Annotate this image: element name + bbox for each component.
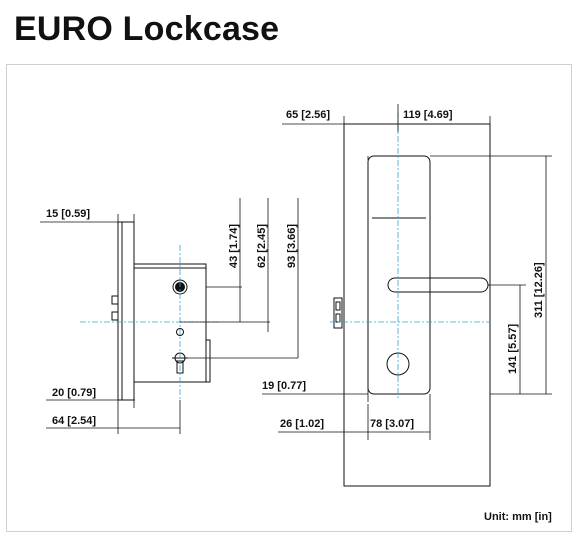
side-dimension-lines (40, 198, 299, 434)
dim-label-65: 65 [2.56] (286, 109, 330, 121)
side-view (111, 221, 211, 401)
escutcheon-plate (367, 155, 431, 395)
dim-label-43: 43 [1.74] (228, 224, 240, 268)
unit-note: Unit: mm [in] (484, 511, 552, 523)
dim-label-78: 78 [3.07] (370, 418, 414, 430)
screw-hole (176, 328, 184, 336)
dim-label-141: 141 [5.57] (507, 324, 519, 374)
lock-body (133, 263, 207, 383)
faceplate-outline (117, 221, 135, 401)
dim-label-93: 93 [3.66] (286, 224, 298, 268)
dim-label-15: 15 [0.59] (46, 208, 90, 220)
dim-label-311: 311 [12.26] (533, 262, 545, 318)
latch-tab (111, 311, 119, 321)
dim-label-26: 26 [1.02] (280, 418, 324, 430)
diagram-frame (6, 64, 572, 532)
dim-label-64: 64 [2.54] (52, 415, 96, 427)
dim-label-119: 119 [4.69] (403, 109, 453, 121)
dim-label-20: 20 [0.79] (52, 387, 96, 399)
lever-handle (387, 277, 489, 293)
front-centerlines (330, 112, 490, 400)
dim-label-19: 19 [0.77] (262, 380, 306, 392)
page-title: EURO Lockcase (14, 10, 280, 48)
dim-label-62: 62 [2.45] (256, 224, 268, 268)
latch-tab (111, 295, 119, 305)
front-dimension-lines (262, 104, 552, 440)
